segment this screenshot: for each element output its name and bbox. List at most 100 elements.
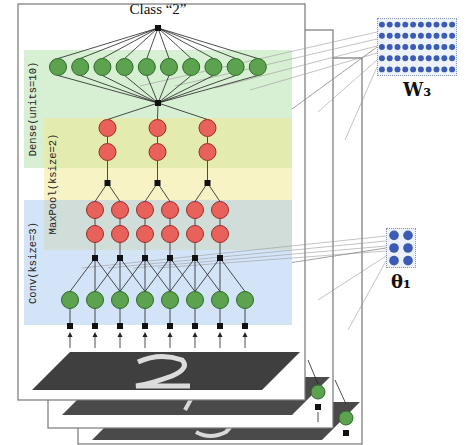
matrix-entry (449, 33, 455, 39)
input-arrow (195, 336, 196, 348)
matrix-entry (389, 231, 399, 241)
matrix-entry (403, 243, 413, 253)
connection-line (308, 360, 318, 384)
digit-image (92, 402, 360, 440)
input-arrow (145, 336, 146, 348)
matrix-entry (379, 66, 385, 72)
output-class-label: Class “2” (129, 1, 186, 18)
matrix-entry (434, 33, 440, 39)
op-square (343, 430, 349, 436)
matrix-label: W₃ (403, 79, 431, 100)
matrix-entry (418, 44, 424, 50)
input-arrow-head (168, 332, 173, 337)
matrix-entry (387, 66, 393, 72)
input-arrow (245, 336, 246, 348)
matrix-entry (395, 22, 401, 28)
parameter-link (292, 47, 377, 109)
input-arrow (120, 336, 121, 348)
leader-line (318, 256, 386, 300)
matrix-label: θ₁ (391, 271, 411, 292)
weight-matrix: W₃ (377, 18, 457, 76)
matrix-entry (441, 33, 447, 39)
matrix-entry (395, 55, 401, 61)
matrix-entry (434, 44, 440, 50)
input-neuron (311, 385, 325, 399)
matrix-entry (379, 22, 385, 28)
matrix-entry (434, 55, 440, 61)
input-arrow-head (193, 332, 198, 337)
layer-label: Conv(ksize=3) (27, 222, 39, 304)
input-arrow (95, 336, 96, 348)
matrix-entry (449, 44, 455, 50)
parameter-link (292, 248, 386, 263)
layer-label: Dense(units=10) (27, 62, 39, 157)
matrix-entry (449, 22, 455, 28)
input-arrow-head (118, 332, 123, 337)
matrix-entry (441, 44, 447, 50)
matrix-entry (403, 231, 413, 241)
matrix-entry (379, 44, 385, 50)
matrix-entry (395, 44, 401, 50)
input-neuron (339, 411, 353, 425)
matrix-entry (402, 66, 408, 72)
kernel-matrix: θ₁ (386, 228, 416, 268)
matrix-entry (418, 33, 424, 39)
matrix-entry (410, 33, 416, 39)
matrix-entry (379, 55, 385, 61)
digit-stroke (170, 383, 220, 410)
leader-line (318, 60, 377, 112)
matrix-entry (426, 55, 432, 61)
input-arrow-head (143, 332, 148, 337)
input-arrow-head (68, 332, 73, 337)
input-arrow (220, 336, 221, 348)
leader-line (345, 67, 377, 140)
matrix-entry (389, 256, 399, 266)
input-arrow-head (93, 332, 98, 337)
matrix-entry (403, 256, 413, 266)
matrix-entry (449, 66, 455, 72)
digit-image (32, 352, 300, 390)
leader-line (348, 261, 386, 330)
matrix-entry (402, 44, 408, 50)
digit-image (62, 377, 330, 415)
matrix-entry (410, 66, 416, 72)
matrix-entry (434, 66, 440, 72)
matrix-entry (418, 66, 424, 72)
matrix-entry (426, 33, 432, 39)
matrix-dots (378, 19, 456, 75)
matrix-dots (387, 229, 415, 267)
digit-stroke (136, 356, 190, 386)
input-arrow-head (243, 332, 248, 337)
matrix-entry (410, 44, 416, 50)
matrix-entry (426, 22, 432, 28)
matrix-entry (402, 33, 408, 39)
matrix-entry (379, 33, 385, 39)
input-arrow (318, 412, 319, 422)
matrix-entry (387, 44, 393, 50)
matrix-entry (426, 66, 432, 72)
connection-line (335, 380, 346, 404)
matrix-entry (410, 22, 416, 28)
matrix-entry (395, 66, 401, 72)
matrix-entry (418, 22, 424, 28)
input-arrow (170, 336, 171, 348)
matrix-entry (418, 55, 424, 61)
matrix-entry (387, 55, 393, 61)
op-square (155, 25, 161, 31)
matrix-entry (441, 66, 447, 72)
matrix-entry (434, 22, 440, 28)
front-page (18, 4, 305, 400)
matrix-entry (402, 55, 408, 61)
matrix-entry (395, 33, 401, 39)
matrix-entry (449, 55, 455, 61)
matrix-entry (402, 22, 408, 28)
digit-stroke (195, 407, 234, 437)
layer-band: Conv(ksize=3) (24, 200, 292, 325)
matrix-entry (426, 44, 432, 50)
matrix-entry (410, 55, 416, 61)
input-arrow (70, 336, 71, 348)
matrix-entry (387, 33, 393, 39)
input-arrow-head (218, 332, 223, 337)
matrix-entry (441, 22, 447, 28)
